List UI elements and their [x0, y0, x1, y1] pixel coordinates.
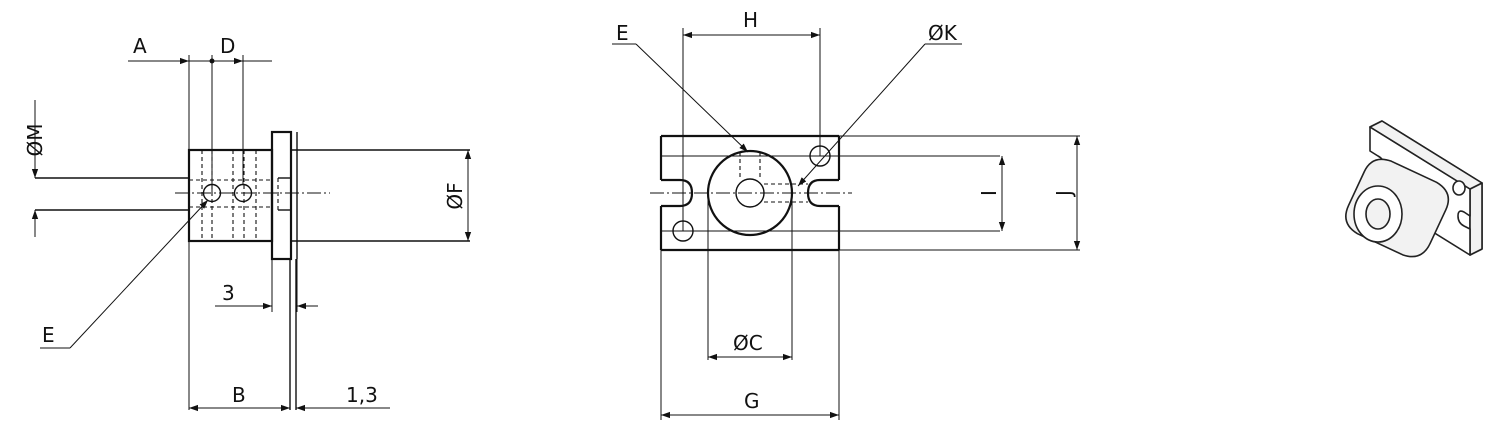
dimension-h: H: [683, 8, 820, 39]
center-lines: [650, 155, 1000, 232]
dimension-b: B: [189, 383, 290, 412]
label-three: 3: [222, 281, 235, 305]
label-e-side: E: [42, 323, 55, 347]
flange: [270, 130, 293, 261]
label-g: G: [744, 389, 760, 413]
side-view: A D ØM ØF E 3: [23, 34, 472, 412]
dimension-j: J: [1052, 136, 1081, 250]
label-k: ØK: [928, 21, 958, 45]
label-d: D: [220, 34, 235, 58]
dimension-1-3: 1,3: [296, 383, 390, 412]
label-i: I: [977, 190, 1001, 196]
label-one-three: 1,3: [346, 383, 378, 407]
label-e-front: E: [616, 21, 629, 45]
label-b: B: [232, 383, 246, 407]
isometric-view: [1345, 120, 1483, 258]
dimension-c: ØC: [708, 331, 792, 361]
label-h: H: [743, 8, 758, 32]
label-f: ØF: [443, 182, 467, 209]
mounting-plate: [659, 134, 841, 252]
label-a: A: [133, 34, 147, 58]
leader-e-front: E: [612, 21, 749, 153]
extension-lines: [188, 55, 298, 410]
dimension-d: D: [212, 34, 272, 65]
dimension-f: ØF: [443, 150, 472, 241]
label-c: ØC: [733, 331, 763, 355]
leader-k: ØK: [797, 21, 962, 187]
leader-e: E: [40, 199, 209, 349]
hub-hidden-lines: [189, 150, 272, 241]
shaft-outline: [35, 177, 190, 211]
label-m: ØM: [23, 124, 47, 157]
dimension-3: 3: [215, 281, 318, 310]
dimension-i: I: [977, 156, 1006, 231]
front-view: H E ØK I J ØC: [612, 8, 1081, 420]
dimension-g: G: [661, 389, 839, 419]
front-extension-lines: [660, 28, 1080, 420]
label-j: J: [1052, 190, 1076, 198]
dimension-a: A: [128, 34, 215, 65]
motor-outline: [289, 132, 470, 410]
dimension-m: ØM: [23, 100, 47, 237]
